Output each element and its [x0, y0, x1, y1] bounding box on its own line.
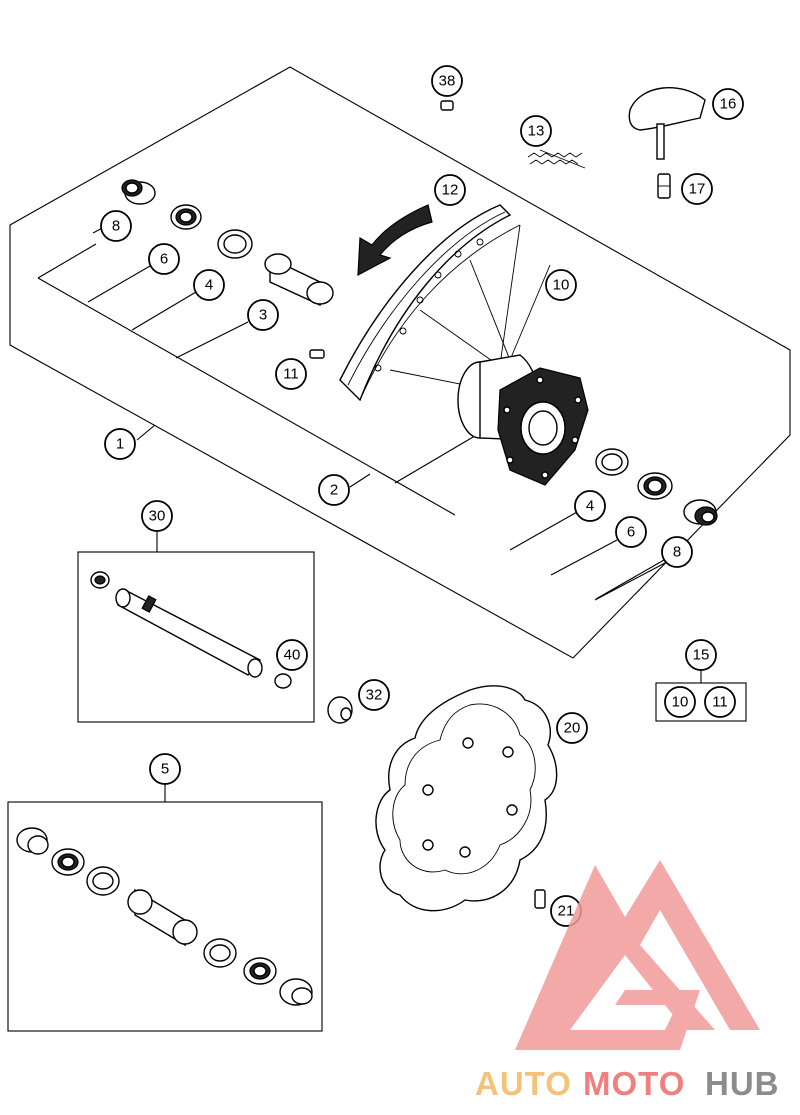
wheel-assembly-boundary — [9, 66, 791, 659]
callout-label: 15 — [693, 647, 710, 664]
callout-3: 3 — [247, 299, 279, 331]
callout-12: 12 — [434, 174, 466, 206]
callout-17: 17 — [681, 173, 713, 205]
callout-label: 10 — [553, 277, 570, 294]
callout-label: 11 — [283, 366, 299, 383]
spoke-kit-box-15 — [655, 670, 747, 722]
callout-label: 1 — [116, 436, 124, 453]
callout-label: 10 — [672, 694, 689, 711]
rim-12 — [339, 204, 551, 402]
callout-6-right: 6 — [615, 516, 647, 548]
callout-label: 2 — [330, 482, 338, 499]
spoke-set-13 — [527, 149, 586, 169]
right-seal-8 — [683, 499, 718, 526]
left-seal-6 — [170, 204, 202, 230]
spoke-nipple-11 — [309, 349, 325, 359]
cap-38 — [440, 100, 454, 111]
callout-label: 5 — [161, 761, 169, 778]
callout-label: 6 — [627, 524, 635, 541]
spacer-sleeve-3 — [264, 253, 334, 307]
callout-label: 11 — [712, 694, 728, 711]
callout-label: 38 — [439, 73, 456, 90]
brake-disc-20 — [375, 685, 558, 912]
callout-13: 13 — [520, 115, 552, 147]
watermark-moto: MOTO — [583, 1065, 685, 1102]
callout-8-right: 8 — [661, 536, 693, 568]
callout-10: 10 — [545, 269, 577, 301]
automotohub-watermark: AUTO MOTO HUB — [475, 860, 780, 1102]
callout-label: 21 — [558, 903, 575, 920]
rotation-arrow-icon — [357, 204, 433, 277]
callout-15: 15 — [685, 639, 717, 671]
triangle-logo-icon — [515, 860, 760, 1050]
callout-label: 3 — [259, 307, 267, 324]
left-bearing-4 — [217, 229, 253, 259]
callout-label: 6 — [160, 251, 168, 268]
callout-15-11: 11 — [704, 686, 736, 718]
bearing-kit-box-5 — [7, 784, 323, 1032]
callout-label: 13 — [528, 123, 545, 140]
disc-bolt-21 — [534, 889, 546, 909]
left-seal-8 — [121, 179, 156, 205]
callout-16: 16 — [712, 88, 744, 120]
nut-17 — [657, 173, 671, 199]
callout-40: 40 — [276, 639, 308, 671]
callout-8-left: 8 — [100, 210, 132, 242]
callout-label: 20 — [564, 720, 581, 737]
callout-20: 20 — [556, 712, 588, 744]
callout-label: 32 — [366, 687, 383, 704]
callout-6-left: 6 — [148, 243, 180, 275]
callout-38: 38 — [431, 65, 463, 97]
callout-5: 5 — [149, 753, 181, 785]
callout-label: 8 — [112, 218, 120, 235]
callout-11: 11 — [275, 358, 307, 390]
watermark-auto: AUTO — [475, 1065, 572, 1102]
callout-32: 32 — [358, 679, 390, 711]
callout-label: 4 — [586, 498, 594, 515]
callout-15-10: 10 — [664, 686, 696, 718]
right-seal-6 — [637, 472, 673, 500]
callout-4-right: 4 — [574, 490, 606, 522]
callout-1: 1 — [104, 428, 136, 460]
callout-label: 30 — [149, 508, 166, 525]
wheel-stand-16 — [628, 86, 706, 160]
callout-label: 40 — [284, 647, 301, 664]
watermark-hub: HUB — [705, 1065, 780, 1102]
callout-label: 17 — [689, 181, 706, 198]
callout-30: 30 — [141, 500, 173, 532]
callout-label: 12 — [442, 182, 459, 199]
hub-10 — [457, 354, 589, 486]
axle-kit-box-30 — [77, 530, 315, 723]
right-bearing-4 — [595, 448, 629, 476]
callout-label: 4 — [205, 277, 213, 294]
callout-2: 2 — [318, 474, 350, 506]
callout-4-left: 4 — [193, 269, 225, 301]
callout-label: 16 — [720, 96, 737, 113]
axle-nut-32 — [327, 696, 353, 724]
callout-label: 8 — [673, 544, 681, 561]
